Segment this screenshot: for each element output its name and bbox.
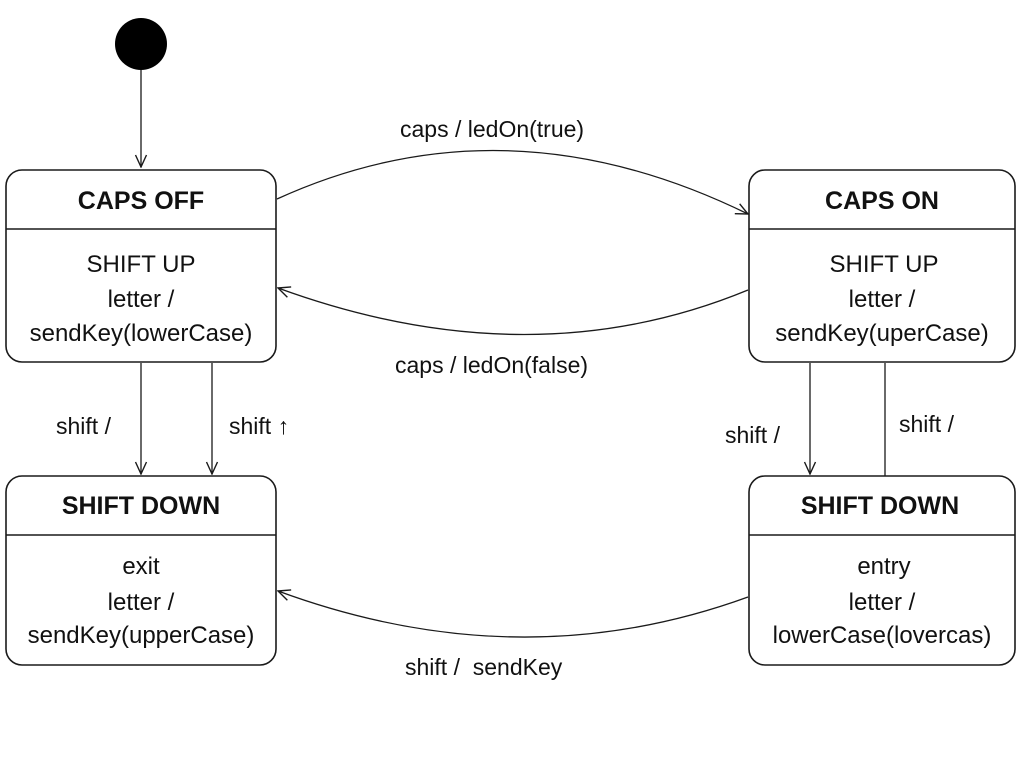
initial-state-dot (115, 18, 167, 70)
state-shift-down-right-title: SHIFT DOWN (801, 492, 959, 520)
state-caps-on-line-3: sendKey(uperCase) (775, 320, 988, 347)
transition-bottom-shift-arrow (278, 591, 749, 638)
state-shift-down-right-line-2: letter / (849, 589, 916, 616)
transition-left-shift-up-label: shift ↑ (229, 413, 289, 439)
state-caps-off-title: CAPS OFF (78, 187, 204, 215)
transition-right-shift-up-label: shift / (899, 411, 955, 437)
state-shift-down-right: SHIFT DOWN entry letter / lowerCase(love… (748, 475, 1016, 666)
state-shift-down-right-line-3: lowerCase(lovercas) (773, 622, 992, 649)
state-shift-down-left-line-3: sendKey(upperCase) (28, 622, 255, 649)
transition-caps-off-label: caps / ledOn(false) (395, 352, 588, 378)
transition-bottom-shift-label: shift / sendKey (405, 654, 563, 680)
transition-caps-off-arrow (278, 288, 749, 336)
state-shift-down-left: SHIFT DOWN exit letter / sendKey(upperCa… (5, 475, 277, 666)
state-shift-down-left-line-1: exit (122, 553, 160, 580)
state-caps-off-line-2: letter / (108, 286, 175, 313)
state-shift-down-left-title: SHIFT DOWN (62, 492, 220, 520)
state-caps-on-title: CAPS ON (825, 187, 939, 215)
state-shift-down-right-line-1: entry (857, 553, 910, 580)
state-caps-off-line-1: SHIFT UP (87, 251, 196, 278)
state-caps-on: CAPS ON SHIFT UP letter / sendKey(uperCa… (748, 169, 1016, 363)
transition-caps-on-arrow (276, 149, 748, 214)
state-caps-on-line-2: letter / (849, 286, 916, 313)
transition-right-shift-down-label: shift / (725, 422, 781, 448)
state-caps-off-line-3: sendKey(lowerCase) (30, 320, 253, 347)
transition-caps-on-label: caps / ledOn(true) (400, 116, 584, 142)
state-caps-on-line-1: SHIFT UP (830, 251, 939, 278)
state-shift-down-left-line-2: letter / (108, 589, 175, 616)
state-caps-off: CAPS OFF SHIFT UP letter / sendKey(lower… (5, 169, 277, 363)
transition-left-shift-down-label: shift / (56, 413, 112, 439)
